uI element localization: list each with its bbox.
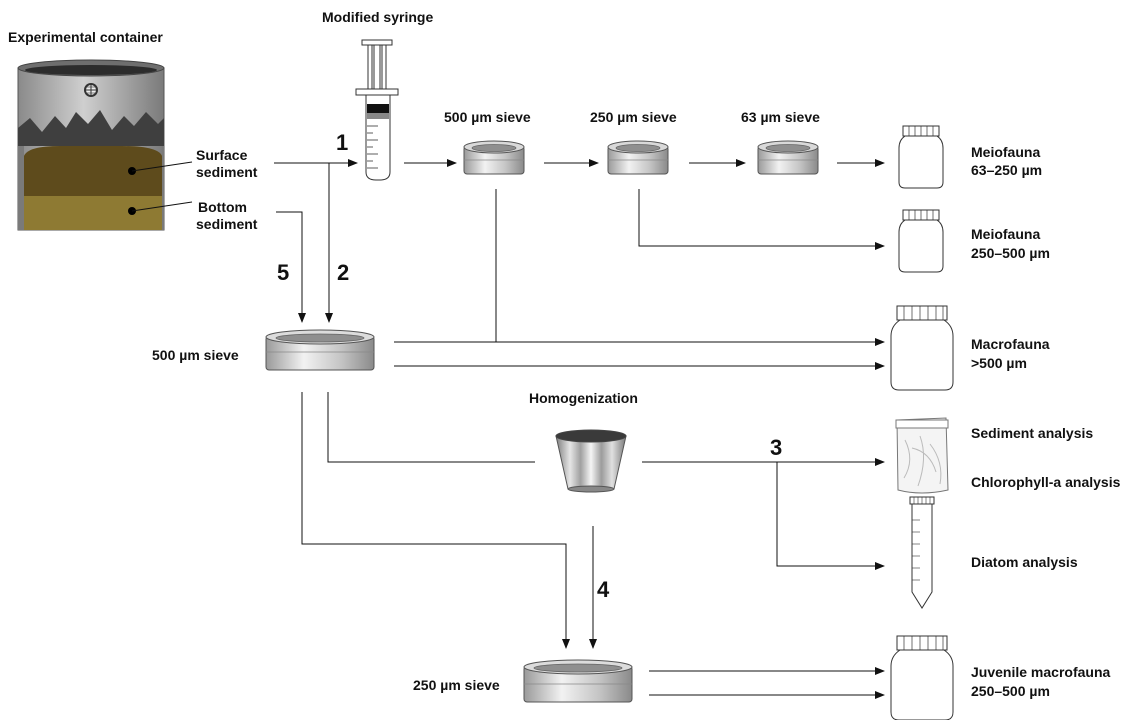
meiofauna-250-size: 250–500 µm [971,245,1050,261]
meiofauna-63-size: 63–250 µm [971,162,1042,178]
experimental-container-icon [17,59,165,231]
sieve-250-bottom-label: 250 µm sieve [413,677,500,693]
step-3-label: 3 [770,435,782,460]
juvenile-macrofauna-jar-icon [890,635,954,720]
surface-sediment-layer [24,146,162,196]
step-2-label: 2 [337,260,349,285]
macrofauna-label: Macrofauna [971,336,1050,352]
macrofauna-size: >500 µm [971,355,1027,371]
meiofauna-63-jar-icon [898,125,944,189]
surface-sediment-label: Surface [196,147,248,163]
sieve-63-top-icon [757,140,819,175]
meiofauna-250-label: Meiofauna [971,226,1040,242]
meiofauna-63-label: Meiofauna [971,144,1040,160]
homogenization-label: Homogenization [529,390,638,406]
diatom-analysis-label: Diatom analysis [971,554,1078,570]
bottom-sediment-label-line2: sediment [196,216,258,232]
syringe-icon [355,39,399,181]
sieve-500-mid-icon [265,329,375,371]
sieve-500-top-icon [463,140,525,175]
sieve-250-top-label: 250 µm sieve [590,109,677,125]
juvenile-macrofauna-size: 250–500 µm [971,683,1050,699]
bottom-sediment-layer [24,196,162,230]
sample-bag-icon [895,417,949,494]
flow-connectors [274,159,885,699]
homogenization-cup-icon [555,429,627,493]
sieve-500-top-label: 500 µm sieve [444,109,531,125]
step-1-label: 1 [336,130,348,155]
centrifuge-tube-icon [909,496,935,609]
sieve-250-top-icon [607,140,669,175]
sieve-250-bottom-icon [523,659,633,703]
macrofauna-jar-icon [890,305,954,391]
sieve-63-top-label: 63 µm sieve [741,109,820,125]
step-5-label: 5 [277,260,289,285]
sieve-500-mid-label: 500 µm sieve [152,347,239,363]
bottom-sediment-label: Bottom [198,199,247,215]
juvenile-macrofauna-label: Juvenile macrofauna [971,664,1110,680]
syringe-title: Modified syringe [322,9,433,25]
container-title: Experimental container [8,29,163,45]
chlorophyll-analysis-label: Chlorophyll-a analysis [971,474,1121,490]
meiofauna-250-jar-icon [898,209,944,273]
step-4-label: 4 [597,577,610,602]
surface-sediment-label-line2: sediment [196,164,258,180]
sediment-analysis-label: Sediment analysis [971,425,1093,441]
port-icon [84,83,98,97]
